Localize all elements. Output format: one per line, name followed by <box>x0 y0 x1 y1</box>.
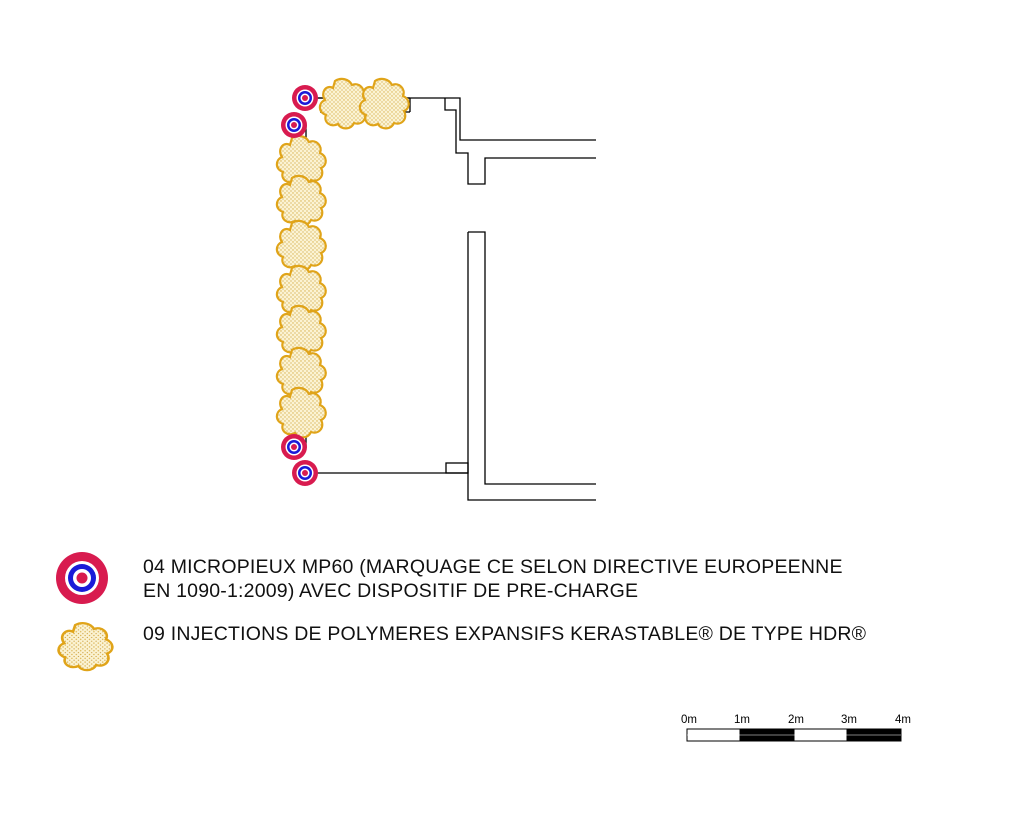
legend-micropile-target-icon <box>56 552 108 604</box>
building-walls <box>291 97 596 501</box>
injection-blob-icon <box>275 386 327 439</box>
scale-label-1: 1m <box>734 714 750 726</box>
micropile-icon <box>281 112 307 138</box>
legend-micropile-line2: EN 1090-1:2009) AVEC DISPOSITIF DE PRE-C… <box>143 580 639 602</box>
injection-blob-icon <box>275 174 327 227</box>
injection-blob-icon <box>275 219 327 272</box>
scale-label-4: 4m <box>895 714 911 726</box>
legend-micropile-line1: 04 MICROPIEUX MP60 (MARQUAGE CE SELON DI… <box>143 556 843 578</box>
micropile-icon <box>292 460 318 486</box>
injection-blob-icon <box>358 77 410 130</box>
micropile-icon <box>281 434 307 460</box>
scale-bar <box>686 728 902 742</box>
scale-label-0: 0m <box>681 714 697 726</box>
legend-injection-line: 09 INJECTIONS DE POLYMERES EXPANSIFS KER… <box>143 623 867 645</box>
legend-injection-text: 09 INJECTIONS DE POLYMERES EXPANSIFS KER… <box>143 622 866 646</box>
scale-label-3: 3m <box>841 714 857 726</box>
micropiles <box>281 85 318 486</box>
scale-label-2: 2m <box>788 714 804 726</box>
legend-micropile-text: 04 MICROPIEUX MP60 (MARQUAGE CE SELON DI… <box>143 555 843 603</box>
micropile-icon <box>292 85 318 111</box>
legend-polymer-injection-blob-icon <box>57 621 114 672</box>
